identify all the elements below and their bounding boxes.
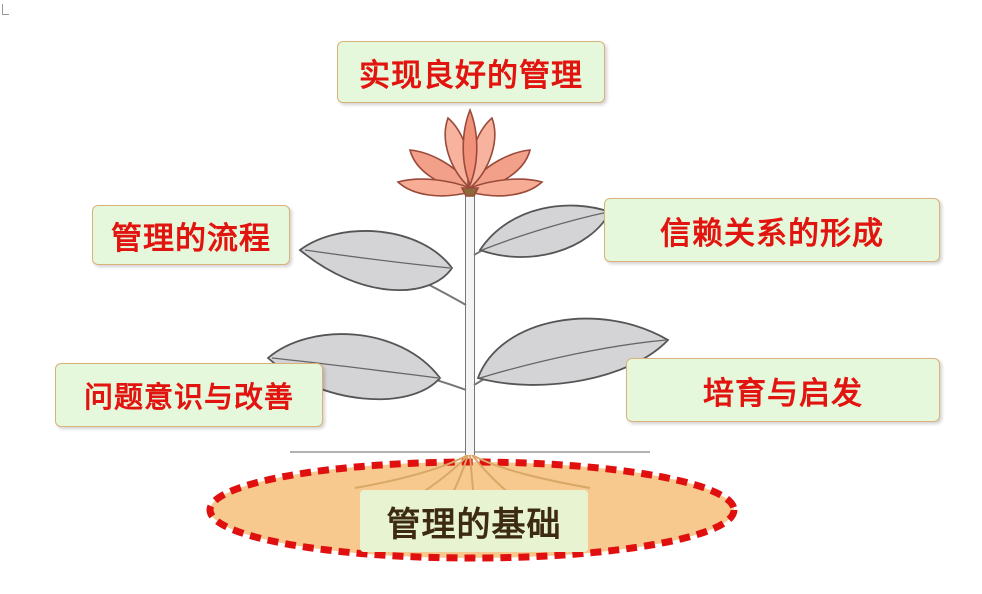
label-right-lower: 培育与启发 xyxy=(626,358,940,422)
label-top-goal: 实现良好的管理 xyxy=(337,41,605,103)
flower xyxy=(396,107,544,197)
label-right-upper: 信赖关系的形成 xyxy=(604,198,940,262)
label-left-upper: 管理的流程 xyxy=(92,205,290,265)
label-left-lower: 问题意识与改善 xyxy=(55,363,323,427)
leaf-upper-right xyxy=(478,204,612,258)
leaf-upper-left xyxy=(298,230,454,291)
leaf-lower-right xyxy=(476,317,670,386)
corner-mark xyxy=(2,4,9,15)
label-base: 管理的基础 xyxy=(360,490,588,552)
